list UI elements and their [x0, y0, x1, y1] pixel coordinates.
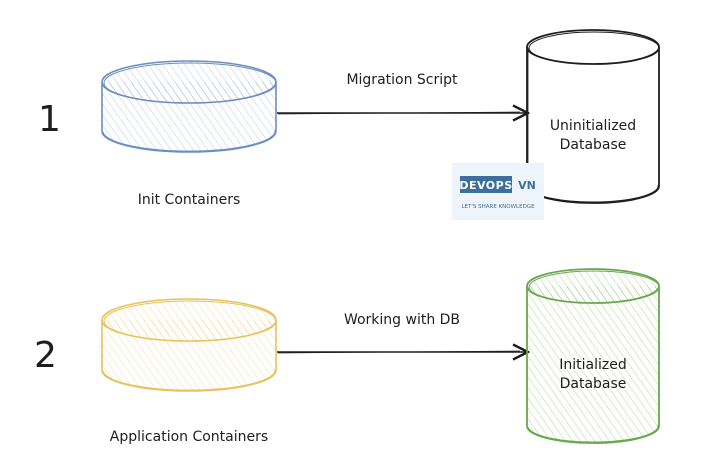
initialized-database-cylinder	[526, 268, 660, 444]
migration-script-label: Migration Script	[346, 72, 458, 88]
logo-tagline: LET'S SHARE KNOWLEDGE	[461, 204, 535, 210]
uninitialized-database-cylinder	[526, 29, 660, 204]
step-2-number: 2	[34, 335, 57, 376]
application-containers-label: Application Containers	[110, 429, 268, 445]
application-containers-disk	[101, 298, 277, 392]
initialized-database-label-line1: Initialized	[559, 357, 626, 373]
logo-vn-text: VN	[518, 179, 536, 192]
uninitialized-database-label-line2: Database	[560, 137, 627, 153]
logo-devops-text: DEVOPS	[459, 179, 512, 192]
migration-arrow	[277, 112, 528, 114]
step-1-number: 1	[38, 99, 61, 140]
working-with-db-arrow	[277, 351, 528, 353]
working-with-db-label: Working with DB	[344, 312, 460, 328]
uninitialized-database-label-line1: Uninitialized	[550, 118, 636, 134]
init-containers-disk	[101, 60, 277, 153]
initialized-database-label-line2: Database	[560, 376, 627, 392]
init-containers-label: Init Containers	[138, 192, 241, 208]
devops-vn-logo: DEVOPS VN LET'S SHARE KNOWLEDGE	[452, 163, 544, 220]
